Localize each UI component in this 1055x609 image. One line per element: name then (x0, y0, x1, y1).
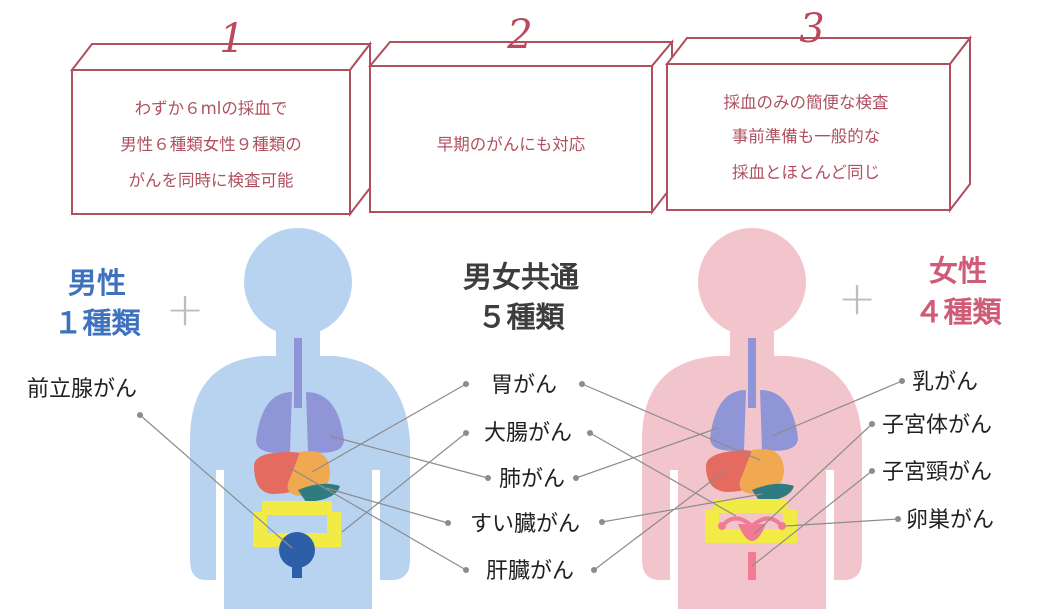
label-pancreatic-cancer: すい臓がん (470, 512, 580, 537)
label-liver-cancer: 肝臓がん (486, 559, 574, 584)
leader-lines (137, 378, 905, 573)
feature-box-3: 3 採血のみの簡便な検査 事前準備も一般的な 採血とほとんど同じ (664, 6, 973, 213)
female-organs (705, 338, 798, 580)
female-category-count: ４種類 (914, 295, 1002, 329)
label-cervical-cancer: 子宮頸がん (882, 460, 992, 485)
feature-2-line-1: 早期のがんにも対応 (437, 135, 586, 154)
label-lung-cancer: 肺がん (499, 467, 565, 492)
feature-number-2: 2 (506, 12, 532, 58)
feature-number-3: 3 (799, 6, 824, 52)
label-ovarian-cancer: 卵巣がん (906, 508, 994, 533)
male-category-title: 男性 (68, 266, 126, 300)
male-category-count: １種類 (53, 306, 141, 340)
common-category-count: ５種類 (477, 300, 565, 334)
common-category-title: 男女共通 (463, 260, 579, 294)
feature-box-2: 2 早期のがんにも対応 (367, 12, 675, 215)
female-body-figure (642, 228, 862, 609)
plus-sign-female: + (838, 271, 877, 325)
feature-3-line-2: 事前準備も一般的な (732, 127, 881, 146)
label-endometrial-cancer: 子宮体がん (882, 413, 992, 438)
male-organs (253, 338, 344, 578)
plus-sign-male: + (166, 282, 205, 336)
feature-1-line-1: わずか６mlの採血で (135, 99, 288, 118)
feature-box-1: 1 わずか６mlの採血で 男性６種類女性９種類の がんを同時に検査可能 (69, 16, 373, 217)
label-colorectal-cancer: 大腸がん (484, 421, 572, 446)
female-category-title: 女性 (929, 254, 987, 288)
feature-number-1: 1 (219, 16, 244, 62)
feature-3-line-1: 採血のみの簡便な検査 (724, 93, 889, 112)
label-stomach-cancer: 胃がん (491, 373, 557, 398)
label-prostate-cancer: 前立腺がん (27, 377, 137, 402)
feature-1-line-3: がんを同時に検査可能 (129, 171, 294, 190)
feature-3-line-3: 採血とほとんど同じ (732, 163, 880, 182)
label-breast-cancer: 乳がん (912, 370, 978, 395)
feature-1-line-2: 男性６種類女性９種類の (120, 135, 302, 154)
